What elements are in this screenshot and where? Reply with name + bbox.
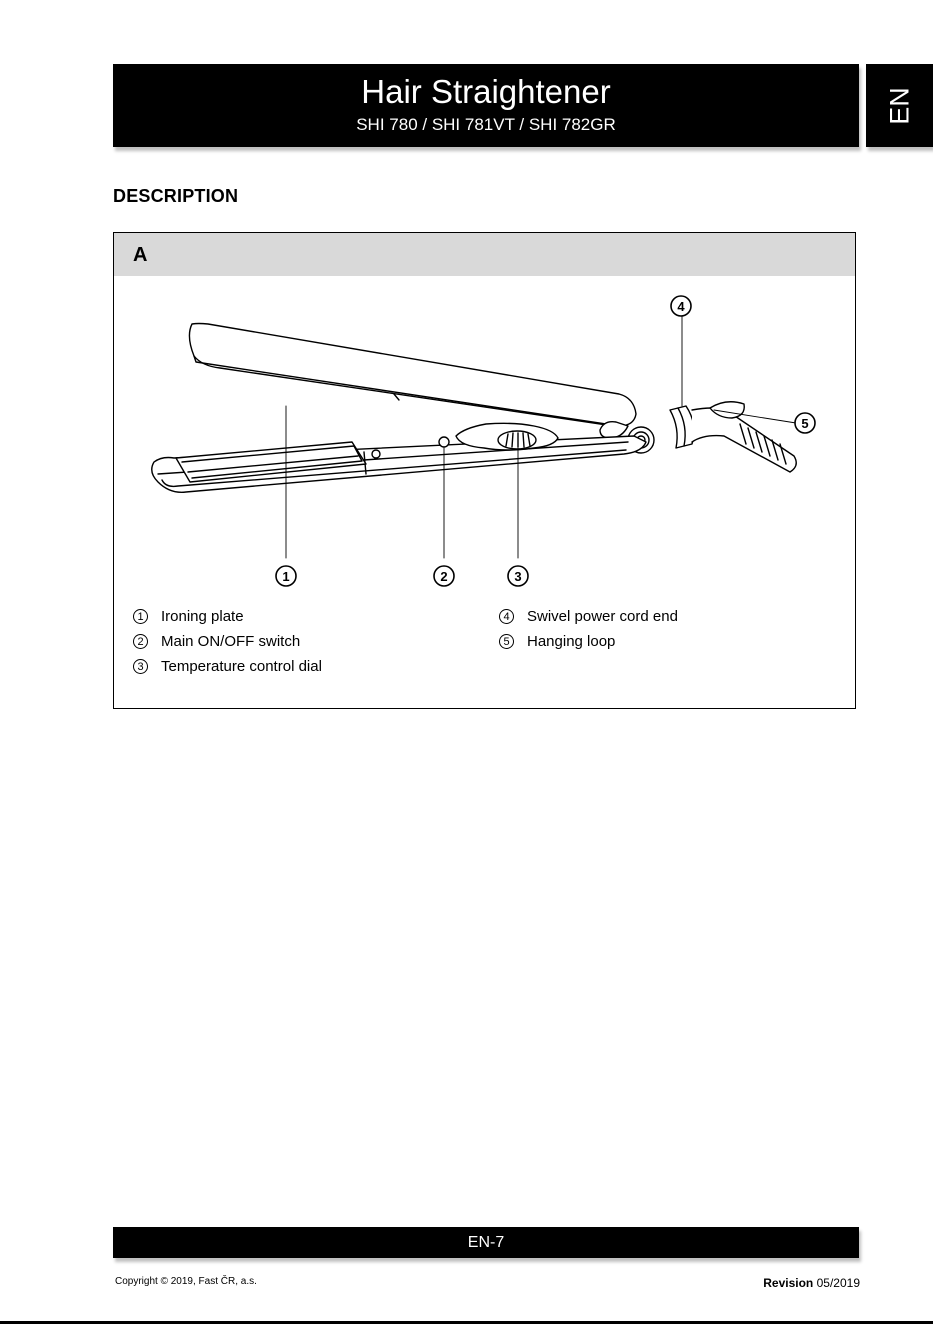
callout-number: 4: [677, 299, 685, 314]
callout-number: 5: [801, 416, 808, 431]
model-numbers: SHI 780 / SHI 781VT / SHI 782GR: [113, 114, 859, 136]
figure-label: A: [133, 244, 147, 266]
temperature-dial: [456, 423, 558, 450]
callout-2: 2: [434, 566, 454, 586]
legend-item-ironing-plate: 1 Ironing plate: [133, 608, 244, 626]
upper-arm: [189, 324, 636, 427]
page-number-bar: EN-7: [113, 1227, 859, 1258]
callout-5: 5: [795, 413, 815, 433]
power-button-shape: [439, 437, 449, 447]
legend-item-hanging-loop: 5 Hanging loop: [499, 633, 615, 651]
legend-label: Hanging loop: [527, 633, 615, 650]
legend-label: Swivel power cord end: [527, 608, 678, 625]
legend-label: Temperature control dial: [161, 658, 322, 675]
revision-info: Revision 05/2019: [763, 1276, 860, 1290]
section-heading: DESCRIPTION: [113, 186, 238, 207]
legend-label: Main ON/OFF switch: [161, 633, 300, 650]
callout-4: 4: [671, 296, 691, 316]
callout-3: 3: [508, 566, 528, 586]
callout-number: 3: [514, 569, 521, 584]
legend-number: 4: [499, 609, 514, 624]
indicator-dot: [372, 450, 380, 458]
language-tab: EN: [866, 64, 933, 147]
figure-header: A: [114, 233, 855, 276]
legend-item-temperature-dial: 3 Temperature control dial: [133, 658, 322, 676]
callout-number: 2: [440, 569, 447, 584]
figure-panel: A: [113, 232, 856, 709]
document-title: Hair Straightener: [113, 72, 859, 112]
language-code: EN: [886, 87, 913, 125]
copyright-notice: Copyright © 2019, Fast ČR, a.s.: [115, 1276, 257, 1288]
legend-number: 3: [133, 659, 148, 674]
legend-label: Ironing plate: [161, 608, 244, 625]
revision-label: Revision: [763, 1276, 813, 1290]
hair-straightener-illustration: 1 2 3 4 5: [114, 276, 855, 596]
callout-1: 1: [276, 566, 296, 586]
legend-item-swivel-cord: 4 Swivel power cord end: [499, 608, 678, 626]
power-cord: [692, 408, 796, 472]
page-number: EN-7: [468, 1234, 504, 1251]
callout-number: 1: [282, 569, 289, 584]
legend-item-power-switch: 2 Main ON/OFF switch: [133, 633, 300, 651]
header-banner: Hair Straightener SHI 780 / SHI 781VT / …: [113, 64, 859, 147]
legend-number: 1: [133, 609, 148, 624]
legend-number: 2: [133, 634, 148, 649]
swivel-cord-end: [670, 406, 694, 448]
legend-number: 5: [499, 634, 514, 649]
revision-value: 05/2019: [817, 1276, 860, 1290]
